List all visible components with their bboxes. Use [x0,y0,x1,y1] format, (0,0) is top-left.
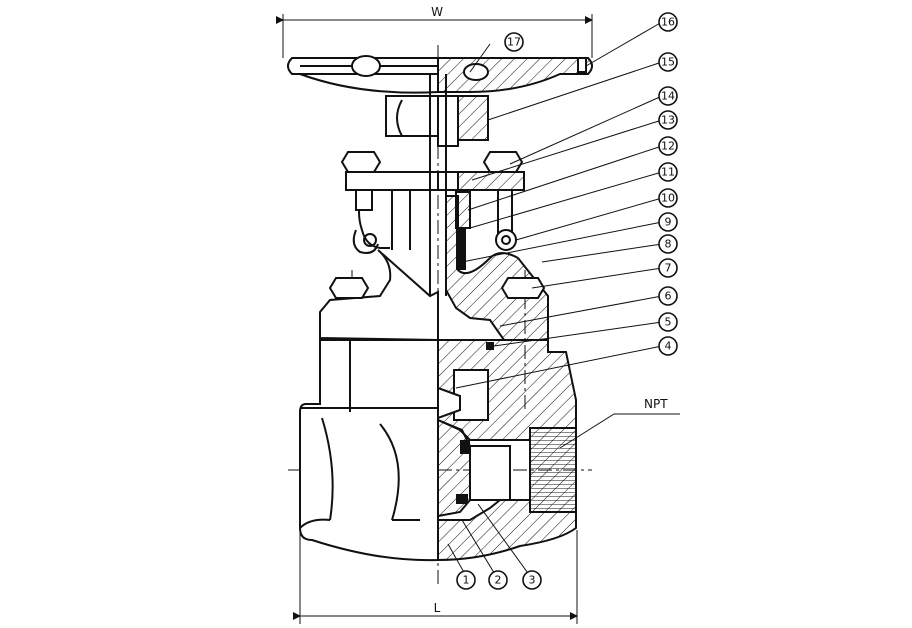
callout-9: 9 [658,212,678,232]
callout-4: 4 [658,336,678,356]
callout-1: 1 [456,570,476,590]
callout-3: 3 [522,570,542,590]
callout-7: 7 [658,258,678,278]
svg-text:4: 4 [665,340,672,353]
svg-text:13: 13 [661,114,675,127]
handwheel [287,55,593,94]
dimension-l-label: L [434,601,441,615]
dimension-w: W [276,5,593,58]
callout-10: 10 [658,188,678,208]
callout-13: 13 [658,110,678,130]
npt-label: NPT [644,397,668,411]
wedge [437,386,471,518]
svg-text:17: 17 [507,36,521,49]
svg-text:16: 16 [661,16,675,29]
svg-text:3: 3 [529,574,536,587]
callout-2: 2 [488,570,508,590]
callout-8: 8 [658,234,678,254]
svg-text:11: 11 [661,166,675,179]
valve-body [299,339,577,562]
callout-5: 5 [658,312,678,332]
svg-text:2: 2 [495,574,502,587]
callout-15: 15 [658,52,678,72]
svg-text:12: 12 [661,140,675,153]
svg-text:14: 14 [661,90,675,103]
gland-bolts [340,151,524,251]
svg-text:7: 7 [665,262,672,275]
callout-6: 6 [658,286,678,306]
leader-lines [447,21,680,577]
svg-text:15: 15 [661,56,675,69]
dimension-w-label: W [431,5,443,19]
callout-16: 16 [658,12,678,32]
callout-12: 12 [658,136,678,156]
svg-text:10: 10 [661,192,675,205]
callout-14: 14 [658,86,678,106]
callout-17: 17 [504,32,524,52]
dimension-l: L [293,530,578,624]
callout-11: 11 [658,162,678,182]
svg-text:1: 1 [463,574,470,587]
svg-text:6: 6 [665,290,672,303]
svg-text:5: 5 [665,316,672,329]
svg-text:8: 8 [665,238,672,251]
svg-text:9: 9 [665,216,672,229]
bonnet [319,195,549,350]
